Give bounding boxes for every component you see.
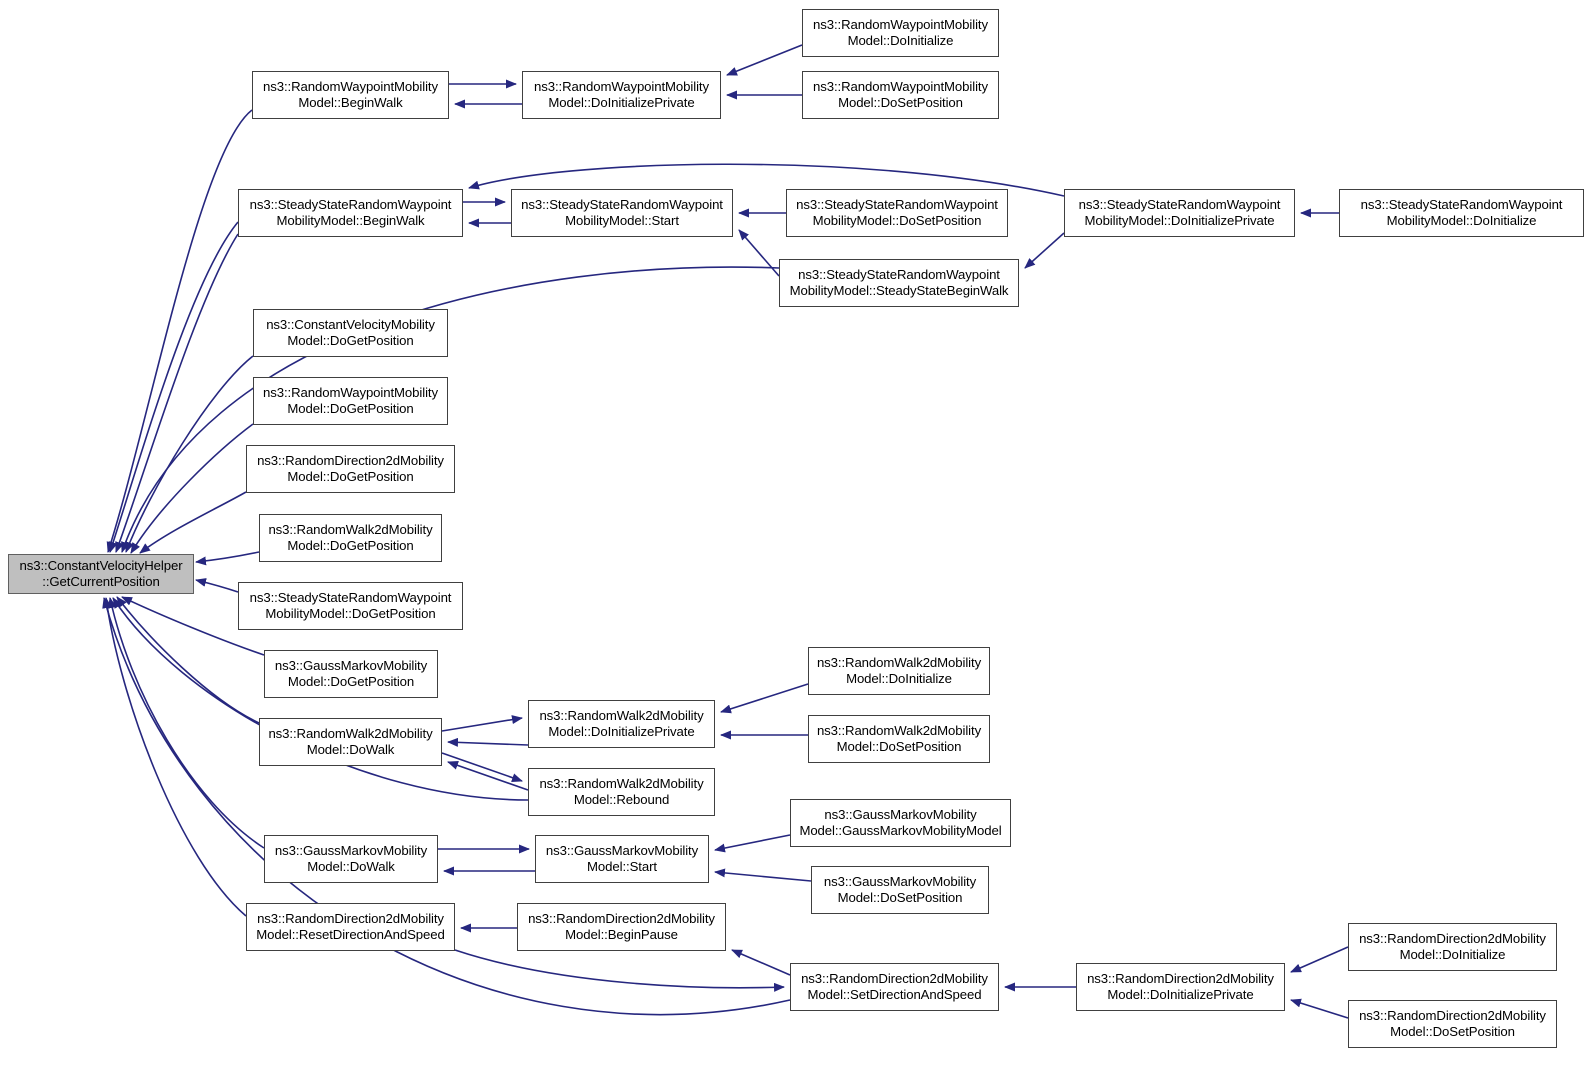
graph-node-label: ns3::SteadyStateRandomWaypoint MobilityM… <box>789 266 1009 299</box>
graph-node-label: ns3::GaussMarkovMobility Model::Start <box>545 842 699 875</box>
graph-edge-ssrw_doinitpriv-to-ssrw_ssbeginwalk <box>1024 232 1065 269</box>
graph-edge-rw2d_dowalk-to-rw2d_doinitpriv <box>441 715 523 732</box>
graph-edge-ssrw_ssbeginwalk-to-ssrw_start <box>738 229 780 277</box>
graph-node-rd2d_doinit[interactable]: ns3::RandomDirection2dMobility Model::Do… <box>1348 923 1557 971</box>
graph-node-label: ns3::RandomDirection2dMobility Model::Do… <box>1359 930 1546 963</box>
graph-node-rw2d_dogetpos[interactable]: ns3::RandomWalk2dMobility Model::DoGetPo… <box>259 514 442 562</box>
graph-edge-rwm_dogetpos-to-center <box>130 423 254 554</box>
graph-edge-rd2d_reset-to-center <box>102 597 247 917</box>
graph-node-rwm_dosetpos[interactable]: ns3::RandomWaypointMobility Model::DoSet… <box>802 71 999 119</box>
graph-edge-gm_dowalk-to-center <box>107 597 265 849</box>
graph-node-ssrw_start[interactable]: ns3::SteadyStateRandomWaypoint MobilityM… <box>511 189 733 237</box>
graph-node-label: ns3::RandomWalk2dMobility Model::DoWalk <box>268 725 433 758</box>
graph-node-rd2d_setdirspd[interactable]: ns3::RandomDirection2dMobility Model::Se… <box>790 963 999 1011</box>
graph-node-rw2d_dowalk[interactable]: ns3::RandomWalk2dMobility Model::DoWalk <box>259 718 442 766</box>
graph-node-cvm_dogetpos[interactable]: ns3::ConstantVelocityMobility Model::DoG… <box>253 309 448 357</box>
graph-node-ssrw_ssbeginwalk[interactable]: ns3::SteadyStateRandomWaypoint MobilityM… <box>779 259 1019 307</box>
graph-node-label: ns3::RandomDirection2dMobility Model::Do… <box>1359 1007 1546 1040</box>
graph-edge-rw2d_dogetpos-to-center <box>195 551 260 566</box>
graph-node-label: ns3::SteadyStateRandomWaypoint MobilityM… <box>249 196 452 229</box>
graph-node-gm_dowalk[interactable]: ns3::GaussMarkovMobility Model::DoWalk <box>264 835 438 883</box>
graph-node-label: ns3::GaussMarkovMobility Model::DoGetPos… <box>274 657 428 690</box>
graph-edge-rd2d_reset-to-rd2d_setdirspd <box>454 949 785 992</box>
graph-edge-rw2d_dowalk-to-rw2d_rebound <box>441 752 523 782</box>
graph-node-label: ns3::RandomWaypointMobility Model::DoGet… <box>263 384 438 417</box>
graph-edge-rd2d_dosetpos-to-rd2d_doinitpriv <box>1290 998 1349 1019</box>
graph-node-gm_dosetpos[interactable]: ns3::GaussMarkovMobility Model::DoSetPos… <box>811 866 989 914</box>
graph-node-rw2d_dosetpos[interactable]: ns3::RandomWalk2dMobility Model::DoSetPo… <box>808 715 990 763</box>
graph-edge-ssrw_beginwalk-to-center <box>108 221 239 553</box>
graph-node-rwm_dogetpos[interactable]: ns3::RandomWaypointMobility Model::DoGet… <box>253 377 448 425</box>
graph-node-label: ns3::ConstantVelocityMobility Model::DoG… <box>266 316 435 349</box>
graph-node-label: ns3::SteadyStateRandomWaypoint MobilityM… <box>249 589 452 622</box>
graph-edge-rw2d_doinitpriv-to-rw2d_dowalk <box>447 737 529 747</box>
graph-node-ssrw_doinitpriv[interactable]: ns3::SteadyStateRandomWaypoint MobilityM… <box>1064 189 1295 237</box>
graph-node-label: ns3::RandomWaypointMobility Model::DoSet… <box>813 78 988 111</box>
graph-node-label: ns3::SteadyStateRandomWaypoint MobilityM… <box>796 196 998 229</box>
graph-node-gm_start[interactable]: ns3::GaussMarkovMobility Model::Start <box>535 835 709 883</box>
graph-node-label: ns3::RandomDirection2dMobility Model::Do… <box>1087 970 1274 1003</box>
graph-edge-gm_ctor-to-gm_start <box>714 834 791 853</box>
graph-edge-gm_dosetpos-to-gm_start <box>714 868 812 882</box>
graph-node-label: ns3::RandomDirection2dMobility Model::Se… <box>801 970 988 1003</box>
graph-node-gm_ctor[interactable]: ns3::GaussMarkovMobility Model::GaussMar… <box>790 799 1011 847</box>
graph-edge-rd2d_setdirspd-to-rd2d_beginpause <box>731 949 791 976</box>
graph-node-label: ns3::SteadyStateRandomWaypoint MobilityM… <box>521 196 723 229</box>
graph-edge-ssrw_ssbeginwalk-to-center <box>121 266 780 553</box>
graph-node-label: ns3::ConstantVelocityHelper ::GetCurrent… <box>19 557 183 590</box>
graph-node-rd2d_reset[interactable]: ns3::RandomDirection2dMobility Model::Re… <box>246 903 455 951</box>
graph-node-rd2d_dogetpos[interactable]: ns3::RandomDirection2dMobility Model::Do… <box>246 445 455 493</box>
graph-edge-ssrw_dogetpos-to-center <box>195 578 239 593</box>
graph-node-label: ns3::RandomWalk2dMobility Model::DoGetPo… <box>268 521 433 554</box>
graph-edge-rd2d_dogetpos-to-center <box>139 491 247 554</box>
graph-node-ssrw_doinit[interactable]: ns3::SteadyStateRandomWaypoint MobilityM… <box>1339 189 1584 237</box>
graph-node-label: ns3::RandomWalk2dMobility Model::DoIniti… <box>816 654 982 687</box>
graph-node-rd2d_beginpause[interactable]: ns3::RandomDirection2dMobility Model::Be… <box>517 903 726 951</box>
graph-node-ssrw_beginwalk[interactable]: ns3::SteadyStateRandomWaypoint MobilityM… <box>238 189 463 237</box>
graph-node-rw2d_rebound[interactable]: ns3::RandomWalk2dMobility Model::Rebound <box>528 768 715 816</box>
graph-edge-rwm_beginwalk-to-center <box>106 109 253 553</box>
graph-node-rwm_doinitpriv[interactable]: ns3::RandomWaypointMobility Model::DoIni… <box>522 71 721 119</box>
graph-node-rwm_doinit[interactable]: ns3::RandomWaypointMobility Model::DoIni… <box>802 9 999 57</box>
graph-edge-rd2d_doinit-to-rd2d_doinitpriv <box>1290 946 1349 973</box>
graph-node-center[interactable]: ns3::ConstantVelocityHelper ::GetCurrent… <box>8 554 194 594</box>
graph-node-label: ns3::RandomWalk2dMobility Model::DoIniti… <box>539 707 704 740</box>
graph-node-rwm_beginwalk[interactable]: ns3::RandomWaypointMobility Model::Begin… <box>252 71 449 119</box>
graph-node-label: ns3::RandomDirection2dMobility Model::Be… <box>528 910 715 943</box>
graph-node-label: ns3::RandomDirection2dMobility Model::Do… <box>257 452 444 485</box>
graph-node-label: ns3::GaussMarkovMobility Model::GaussMar… <box>799 806 1002 839</box>
graph-node-label: ns3::GaussMarkovMobility Model::DoSetPos… <box>823 873 977 906</box>
graph-node-gm_dogetpos[interactable]: ns3::GaussMarkovMobility Model::DoGetPos… <box>264 650 438 698</box>
graph-node-label: ns3::GaussMarkovMobility Model::DoWalk <box>274 842 428 875</box>
graph-node-label: ns3::RandomWalk2dMobility Model::Rebound <box>539 775 704 808</box>
graph-node-ssrw_dosetpos[interactable]: ns3::SteadyStateRandomWaypoint MobilityM… <box>786 189 1008 237</box>
graph-node-rw2d_doinit[interactable]: ns3::RandomWalk2dMobility Model::DoIniti… <box>808 647 990 695</box>
graph-node-label: ns3::RandomWalk2dMobility Model::DoSetPo… <box>816 722 982 755</box>
graph-node-label: ns3::RandomWaypointMobility Model::DoIni… <box>813 16 988 49</box>
graph-edge-rw2d_doinit-to-rw2d_doinitpriv <box>720 683 809 714</box>
graph-node-label: ns3::SteadyStateRandomWaypoint MobilityM… <box>1078 196 1281 229</box>
graph-node-rd2d_dosetpos[interactable]: ns3::RandomDirection2dMobility Model::Do… <box>1348 1000 1557 1048</box>
graph-node-rw2d_doinitpriv[interactable]: ns3::RandomWalk2dMobility Model::DoIniti… <box>528 700 715 748</box>
graph-node-label: ns3::SteadyStateRandomWaypoint MobilityM… <box>1360 196 1563 229</box>
graph-node-label: ns3::RandomWaypointMobility Model::DoIni… <box>534 78 709 111</box>
graph-edge-ssrw_beginwalk-to-center <box>115 233 239 553</box>
graph-node-label: ns3::RandomWaypointMobility Model::Begin… <box>263 78 438 111</box>
graph-node-ssrw_dogetpos[interactable]: ns3::SteadyStateRandomWaypoint MobilityM… <box>238 582 463 630</box>
graph-node-label: ns3::RandomDirection2dMobility Model::Re… <box>256 910 445 943</box>
graph-edge-cvm_dogetpos-to-center <box>125 355 254 553</box>
graph-node-rd2d_doinitpriv[interactable]: ns3::RandomDirection2dMobility Model::Do… <box>1076 963 1285 1011</box>
graph-edge-rwm_doinit-to-rwm_doinitpriv <box>726 44 803 76</box>
graph-edge-rw2d_rebound-to-rw2d_dowalk <box>447 761 529 791</box>
